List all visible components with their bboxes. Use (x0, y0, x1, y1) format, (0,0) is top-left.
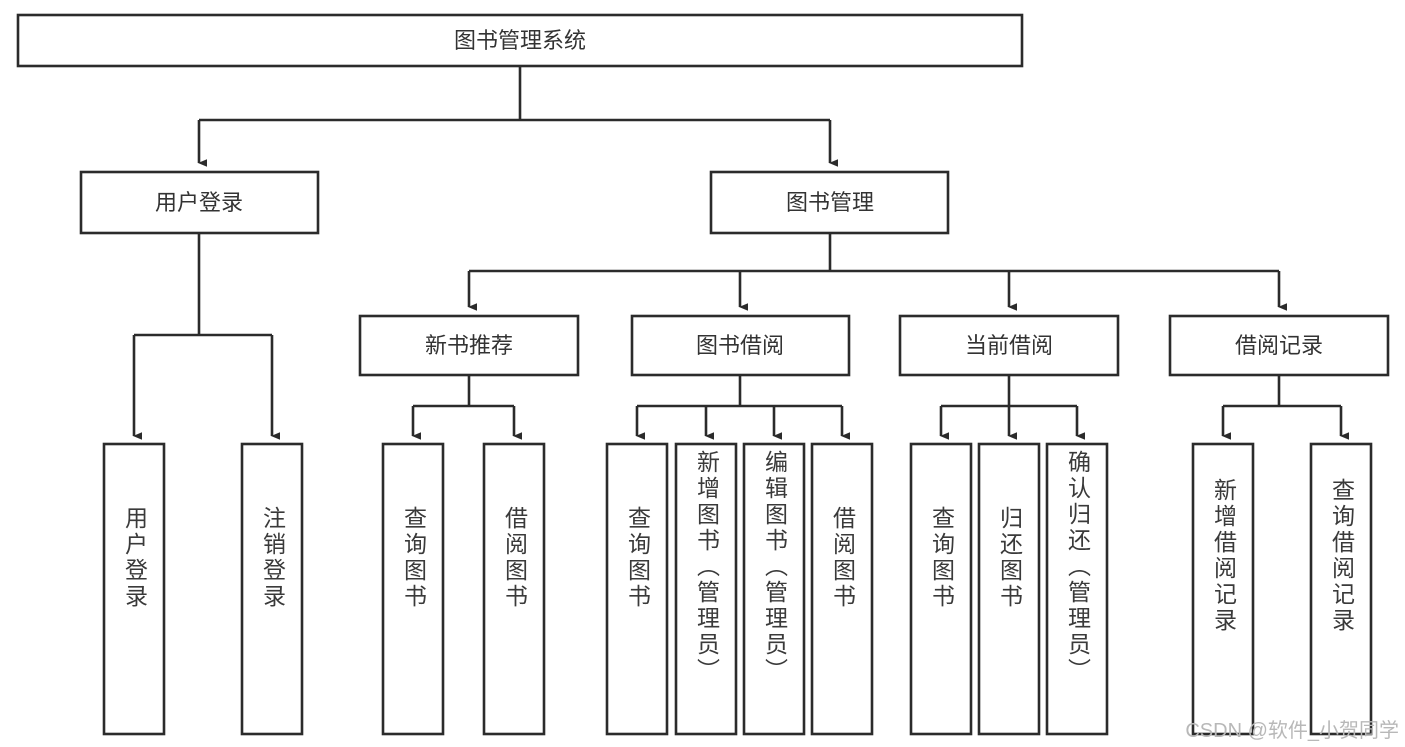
leaf-edit-book-box[interactable] (742, 442, 806, 736)
leaf-return-book-box[interactable] (977, 442, 1041, 736)
node-new-book-recommend-label: 新书推荐 (425, 333, 513, 358)
node-current-borrow-box[interactable] (898, 314, 1120, 377)
leaf-query-book-2-box[interactable] (605, 442, 669, 736)
node-new-book-recommend-box[interactable] (358, 314, 580, 377)
node-book-manage-label: 图书管理 (786, 190, 874, 215)
leaf-logout-login-box[interactable] (240, 442, 304, 736)
leaf-borrow-book-2-box[interactable] (810, 442, 874, 736)
leaf-query-book-3-box[interactable] (909, 442, 973, 736)
leaf-confirm-return-box[interactable] (1045, 442, 1109, 736)
leaf-query-record-box[interactable] (1309, 442, 1373, 736)
leaf-borrow-book-1-box[interactable] (482, 442, 546, 736)
leaf-query-book-1-box[interactable] (381, 442, 445, 736)
node-user-login-label: 用户登录 (155, 190, 243, 215)
csdn-watermark: CSDN @软件_小贺同学 (1185, 720, 1399, 742)
node-book-manage-box[interactable] (709, 170, 950, 235)
leaf-add-record-box[interactable] (1191, 442, 1255, 736)
node-borrow-record-label: 借阅记录 (1235, 333, 1323, 358)
node-book-borrow-label: 图书借阅 (696, 333, 784, 358)
node-root-box[interactable] (16, 13, 1024, 68)
leaf-user-login-box[interactable] (102, 442, 166, 736)
node-current-borrow-label: 当前借阅 (965, 333, 1053, 358)
node-book-borrow-box[interactable] (630, 314, 851, 377)
node-borrow-record-box[interactable] (1168, 314, 1390, 377)
leaf-add-book-box[interactable] (674, 442, 738, 736)
node-root-label: 图书管理系统 (454, 28, 586, 53)
